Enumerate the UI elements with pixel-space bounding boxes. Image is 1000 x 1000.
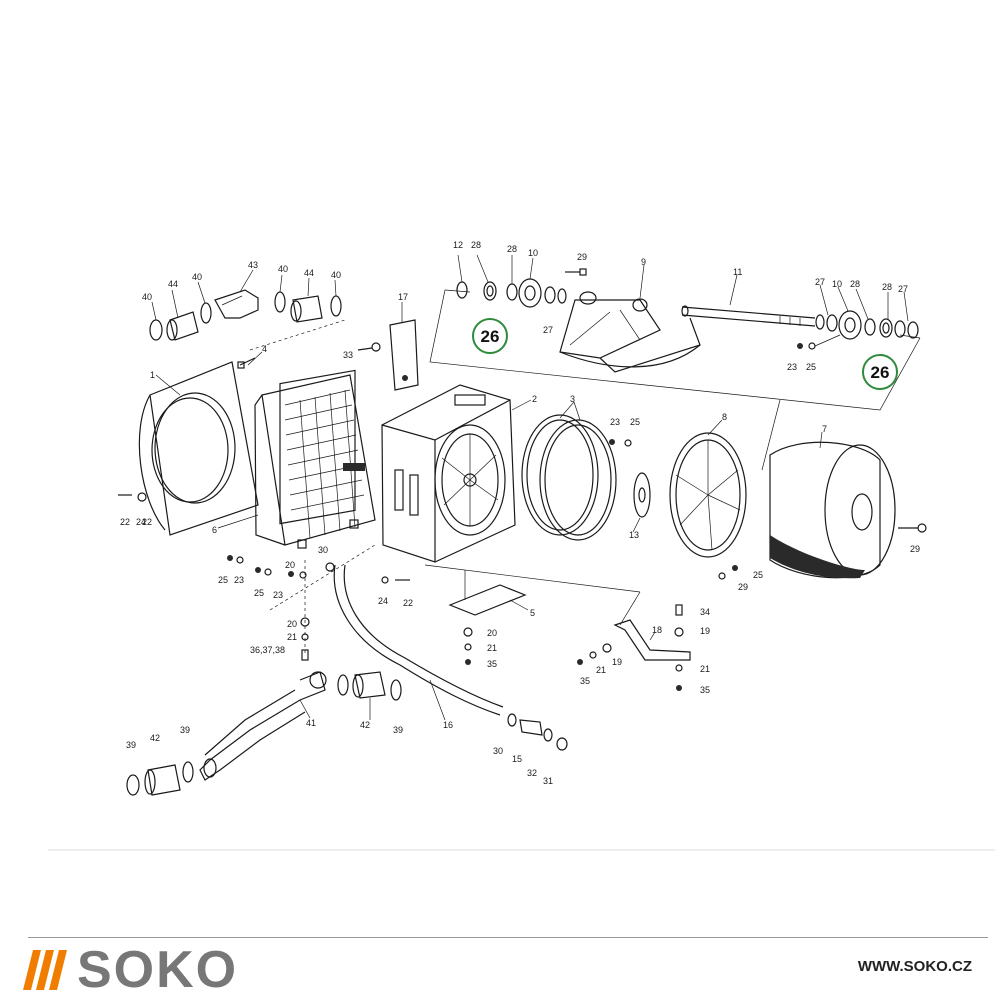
part-label: 40	[142, 292, 152, 302]
part-label: 27	[815, 277, 825, 287]
part-label: 29	[910, 544, 920, 554]
part-label: 44	[304, 268, 314, 278]
part-label: 9	[641, 257, 646, 267]
part-label: 21	[700, 664, 710, 674]
footer-divider	[28, 937, 988, 938]
fan-shaft-assembly	[429, 268, 921, 411]
part-label: 23	[273, 590, 283, 600]
part-label: 13	[629, 530, 639, 540]
part-label: 39	[180, 725, 190, 735]
part-label: 27	[898, 284, 908, 294]
part-label: 42	[360, 720, 370, 730]
part-label: 22	[403, 598, 413, 608]
part-label: 43	[248, 260, 258, 270]
part-label: 10	[528, 248, 538, 258]
part-label: 7	[822, 424, 827, 434]
website-link[interactable]: WWW.SOKO.CZ	[857, 958, 972, 975]
sealing-rings	[521, 414, 651, 541]
part-label: 1	[150, 370, 155, 380]
part-label: 16	[443, 720, 453, 730]
part-label: 12	[453, 240, 463, 250]
part-label: 25	[254, 588, 264, 598]
cylinder-drum	[761, 399, 927, 579]
part-label: 42	[150, 733, 160, 743]
part-label: 23	[787, 362, 797, 372]
part-label: 44	[168, 279, 178, 289]
part-label: 6	[212, 525, 217, 535]
part-label: 23	[610, 417, 620, 427]
part-label: 35	[487, 659, 497, 669]
part-label: 23	[234, 575, 244, 585]
part-label: 33	[343, 350, 353, 360]
part-label: 34	[700, 607, 710, 617]
part-label: 28	[882, 282, 892, 292]
part-label: 39	[126, 740, 136, 750]
part-label: 15	[512, 754, 522, 764]
part-label: 28	[850, 279, 860, 289]
part-label: 21	[487, 643, 497, 653]
radiator	[254, 369, 376, 549]
part-labels: 1 2 3 4 5 6 7 8 9 10 10 11 12 13 15 16 1…	[120, 240, 920, 786]
part-label: 32	[527, 768, 537, 778]
part-label: 18	[652, 625, 662, 635]
part-label: 35	[580, 676, 590, 686]
part-label: 21	[287, 632, 297, 642]
part-label: 29	[738, 582, 748, 592]
part-label: 21	[596, 665, 606, 675]
leader-lines	[151, 254, 909, 721]
part-label: 30	[493, 746, 503, 756]
part-label: 28	[507, 244, 517, 254]
part-label: 29	[577, 252, 587, 262]
part-label: 4	[262, 344, 267, 354]
part-label: 27	[543, 325, 553, 335]
callout-number: 26	[481, 327, 500, 346]
callout-26-right: 26	[862, 354, 898, 390]
part-label: 39	[393, 725, 403, 735]
part-label: 17	[398, 292, 408, 302]
part-label: 25	[753, 570, 763, 580]
part-label: 3	[570, 394, 575, 404]
part-label: 2	[532, 394, 537, 404]
part-label: 25	[218, 575, 228, 585]
lower-hose-set	[126, 544, 568, 796]
part-label: 20	[285, 560, 295, 570]
callout-ring	[472, 318, 508, 354]
fan-shroud	[118, 357, 259, 536]
fan-wheel	[669, 432, 747, 558]
part-label: 24	[136, 517, 146, 527]
part-label: 25	[806, 362, 816, 372]
part-label: 19	[700, 626, 710, 636]
part-label: 8	[722, 412, 727, 422]
callout-number: 26	[871, 363, 890, 382]
part-label: 19	[612, 657, 622, 667]
part-label: 10	[832, 279, 842, 289]
logo-stripes-icon	[23, 950, 67, 990]
part-label: 5	[530, 608, 535, 618]
part-label: 35	[700, 685, 710, 695]
part-label: 25	[630, 417, 640, 427]
part-label: 24	[378, 596, 388, 606]
brackets	[227, 555, 738, 691]
part-label: 11	[733, 267, 742, 277]
part-label: 40	[192, 272, 202, 282]
fan-housing	[357, 319, 516, 563]
soko-logo: SOKO	[23, 941, 239, 999]
part-label: 36,37,38	[250, 645, 285, 655]
part-label: 30	[318, 545, 328, 555]
part-label: 41	[306, 718, 316, 728]
part-label: 40	[331, 270, 341, 280]
part-label: 22	[120, 517, 130, 527]
part-label: 22	[142, 517, 152, 527]
callout-26-left: 26	[472, 318, 508, 354]
upper-hose-set	[149, 289, 346, 351]
part-label: 40	[278, 264, 288, 274]
part-label: 20	[287, 619, 297, 629]
part-label: 28	[471, 240, 481, 250]
callout-ring	[862, 354, 898, 390]
part-label: 20	[487, 628, 497, 638]
part-label: 31	[543, 776, 553, 786]
logo-text: SOKO	[77, 941, 239, 999]
